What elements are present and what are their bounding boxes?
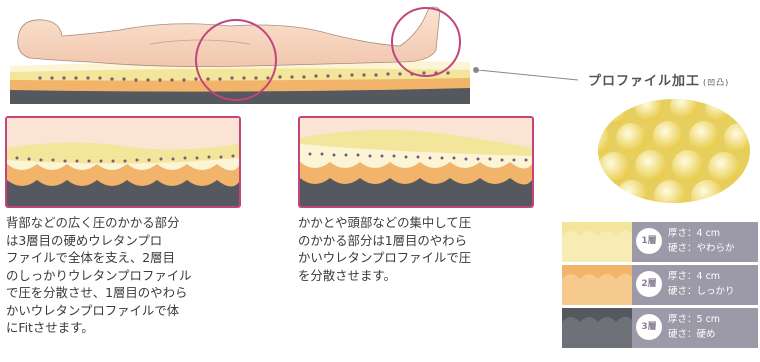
layer-1-thickness: 厚さ：4 cm: [668, 228, 721, 239]
layer-row-3: 3層 厚さ：5 cm 硬さ：硬め: [562, 308, 758, 348]
layer-2-thickness: 厚さ：4 cm: [668, 271, 721, 282]
mattress-illustration: [10, 6, 479, 104]
layer-2-info: 2層 厚さ：4 cm 硬さ：しっかり: [632, 265, 758, 305]
layer-2-badge: 2層: [636, 271, 662, 297]
layer-row-1: 1層 厚さ：4 cm 硬さ：やわらか: [562, 222, 758, 262]
layer-3-info: 3層 厚さ：5 cm 硬さ：硬め: [632, 308, 758, 348]
back-description-line: のしっかりウレタンプロファイル: [6, 267, 192, 283]
egg-crate-closeup: [598, 99, 750, 203]
heel-detail-panel: [298, 116, 534, 208]
layer-row-2: 2層 厚さ：4 cm 硬さ：しっかり: [562, 265, 758, 305]
back-detail-panel: [5, 116, 241, 208]
back-description-line: かいウレタンプロファイルで体: [6, 302, 180, 318]
back-description-line: で圧を分散させ、1層目のやわら: [6, 285, 188, 300]
heel-description: かかとや頭部などの集中して圧 のかかる部分は1層目のやわら かいウレタンプロファ…: [298, 214, 471, 284]
heel-description-line: かかとや頭部などの集中して圧: [298, 215, 472, 230]
layer-2-specs: 厚さ：4 cm 硬さ：しっかり: [668, 269, 735, 299]
back-description: 背部などの広く圧のかかる部分 は3層目の硬めウレタンプロ ファイルで全体を支え、…: [6, 214, 192, 337]
layer-3-hardness: 硬さ：硬め: [668, 329, 716, 340]
profile-processing-label: プロファイル加工(凹凸): [588, 70, 729, 89]
layer-3-badge: 3層: [636, 314, 662, 340]
back-description-line: ファイルで全体を支え、2層目: [6, 250, 175, 265]
layer-1-badge: 1層: [636, 228, 662, 254]
heel-description-line: を分散させます。: [298, 267, 396, 283]
back-description-line: にFitさせます。: [6, 320, 94, 335]
heel-description-line: かいウレタンプロファイルで圧: [298, 250, 472, 265]
callout-leader-line: [478, 70, 579, 81]
layer-3-swatch: [562, 308, 632, 348]
layer-1-swatch: [562, 222, 632, 262]
layer-3-thickness: 厚さ：5 cm: [668, 314, 721, 325]
layer-3-specs: 厚さ：5 cm 硬さ：硬め: [668, 312, 720, 342]
layer-1-hardness: 硬さ：やわらか: [668, 243, 735, 254]
profile-title: プロファイル加工: [588, 74, 701, 89]
profile-note: (凹凸): [703, 78, 730, 87]
back-description-line: 背部などの広く圧のかかる部分: [6, 215, 180, 230]
layer-legend: 1層 厚さ：4 cm 硬さ：やわらか 2層 厚さ：4 cm 硬さ：しっかり 3層: [562, 222, 758, 352]
layer-2-swatch: [562, 265, 632, 305]
layer-2-hardness: 硬さ：しっかり: [668, 286, 735, 297]
layer-1-info: 1層 厚さ：4 cm 硬さ：やわらか: [632, 222, 758, 262]
layer-1-specs: 厚さ：4 cm 硬さ：やわらか: [668, 226, 735, 256]
heel-description-line: のかかる部分は1層目のやわら: [298, 232, 467, 248]
back-description-line: は3層目の硬めウレタンプロ: [6, 232, 163, 248]
